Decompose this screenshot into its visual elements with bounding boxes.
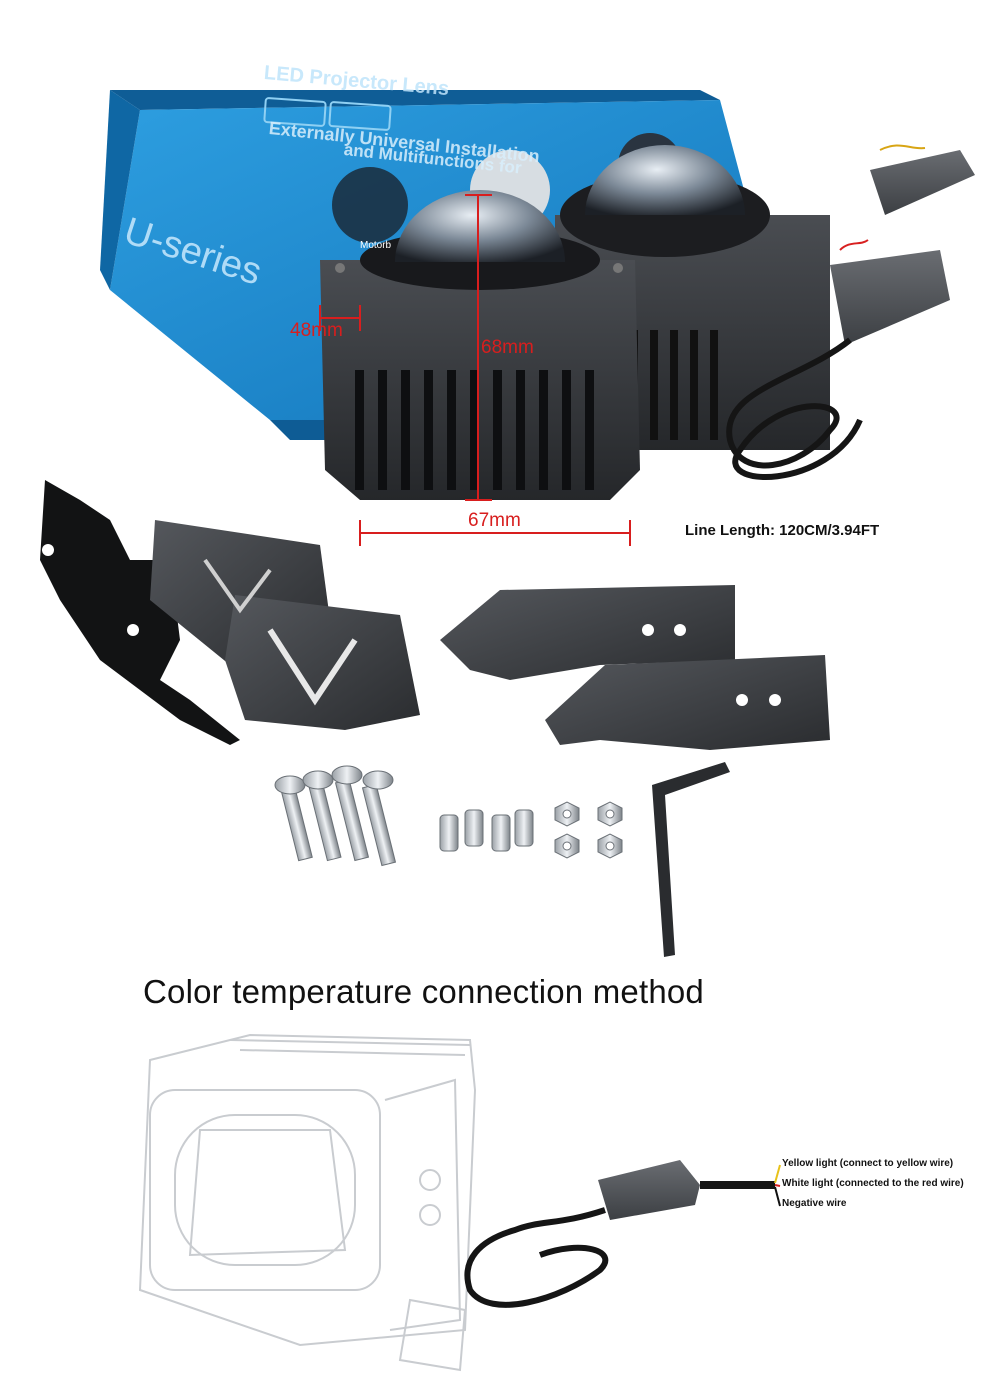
- bolts: [274, 765, 397, 867]
- dimension-height: 68mm: [481, 337, 534, 358]
- nuts: [554, 801, 623, 859]
- allen-key-icon: [652, 762, 730, 957]
- wire-label-yellow: Yellow light (connect to yellow wire): [782, 1158, 954, 1169]
- front-headlight: [320, 190, 640, 500]
- right-brackets: [440, 585, 830, 750]
- wire-label-white: White light (connected to the red wire): [782, 1178, 964, 1189]
- dimension-lines: [319, 194, 631, 546]
- dimension-width-side: 48mm: [290, 320, 343, 341]
- dimension-width-front: 67mm: [468, 510, 521, 531]
- controller-modules: [830, 144, 975, 345]
- wiring-diagram-headlight-outline: [138, 1033, 477, 1372]
- cable: [726, 337, 863, 481]
- wiring-diagram-controller: [464, 1160, 781, 1308]
- small-screws: [439, 809, 534, 852]
- box-photo-caption: Motorb: [360, 240, 392, 251]
- wire-label-negative: Negative wire: [782, 1198, 847, 1209]
- line-length-text: Line Length: 120CM/3.94FT: [685, 522, 880, 539]
- left-brackets: [40, 480, 420, 745]
- section-title: Color temperature connection method: [143, 973, 704, 1010]
